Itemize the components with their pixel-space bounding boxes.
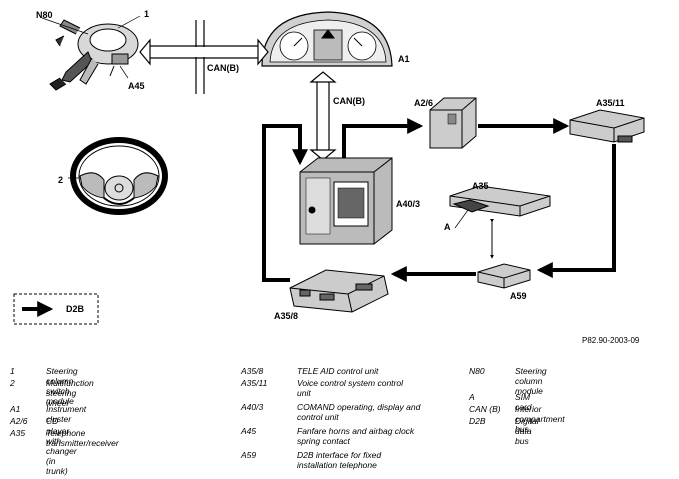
label-canb-vertical: CAN(B): [333, 96, 365, 106]
legend-code: N80: [469, 366, 485, 376]
label-a358: A35/8: [274, 311, 298, 321]
legend-desc: COMAND operating, display and control un…: [297, 402, 421, 422]
steering-column-switch-module: [49, 19, 139, 91]
canb-bus-horizontal: [139, 20, 269, 94]
legend-code: A35/8: [241, 366, 264, 376]
legend-desc: Steering column module: [515, 366, 547, 396]
multifunction-steering-wheel: [70, 137, 168, 215]
legend-code: A35: [10, 428, 26, 438]
legend-code: A40/3: [241, 402, 264, 412]
legend-code: CAN (B): [469, 404, 501, 414]
legend-code: A1: [10, 404, 21, 414]
canb-bus-vertical: [309, 71, 337, 161]
legend-code: A59: [241, 450, 257, 460]
label-a59: A59: [510, 291, 527, 301]
d2b-ring: [262, 118, 616, 282]
legend-desc: Fanfare horns and airbag clock spring co…: [297, 426, 415, 446]
legend-code: A35/11: [241, 378, 268, 388]
label-n80: N80: [36, 10, 53, 20]
tele-aid-unit: [289, 269, 389, 313]
legend-desc: Interior compartment bus: [515, 404, 565, 434]
label-a: A: [444, 222, 451, 232]
legend-desc: SIM card: [515, 392, 532, 412]
legend-desc: Telephone transmitter/receiver: [46, 428, 119, 448]
legend-code: A2/6: [10, 416, 28, 426]
legend-code: 2: [10, 378, 15, 388]
cd-changer: [429, 97, 477, 149]
label-canb-horizontal: CAN(B): [207, 63, 239, 73]
label-a45: A45: [128, 81, 145, 91]
comand-unit: [299, 157, 393, 245]
legend-desc: Steering column switch module: [46, 366, 78, 406]
wiring-diagram: N80 1 A45 2 A1 CAN(B) CAN(B) A2/6 A35/11…: [13, 9, 645, 325]
label-a3511: A35/11: [596, 98, 625, 108]
legend-desc: CD player with changer (in trunk): [46, 416, 77, 476]
legend-desc: Digital data bus: [515, 416, 539, 446]
label-a403: A40/3: [396, 199, 420, 209]
d2b-key-label: D2B: [66, 304, 85, 314]
label-2: 2: [58, 175, 63, 185]
legend-desc: Instrument cluster: [46, 404, 87, 424]
legend: 1 Steering column switch module 2 Multif…: [0, 362, 679, 479]
d2b-key: D2B: [13, 293, 99, 325]
legend-code: A45: [241, 426, 257, 436]
d2b-interface: [477, 263, 531, 289]
instrument-cluster: [261, 11, 393, 67]
label-1: 1: [144, 9, 149, 19]
label-a26: A2/6: [414, 98, 433, 108]
legend-desc: Multifunction steering wheel: [46, 378, 94, 408]
label-a35: A35: [472, 181, 489, 191]
legend-code: 1: [10, 366, 15, 376]
voice-control-unit: [569, 109, 645, 143]
label-a1: A1: [398, 54, 410, 64]
leader-lines: [41, 15, 469, 229]
legend-desc: D2B interface for fixed installation tel…: [297, 450, 382, 470]
legend-desc: Voice control system control unit: [297, 378, 403, 398]
legend-code: A: [469, 392, 475, 402]
legend-desc: TELE AID control unit: [297, 366, 379, 376]
figure-reference: P82.90-2003-09: [582, 336, 640, 345]
telephone-transceiver: [449, 185, 551, 217]
legend-code: D2B: [469, 416, 486, 426]
